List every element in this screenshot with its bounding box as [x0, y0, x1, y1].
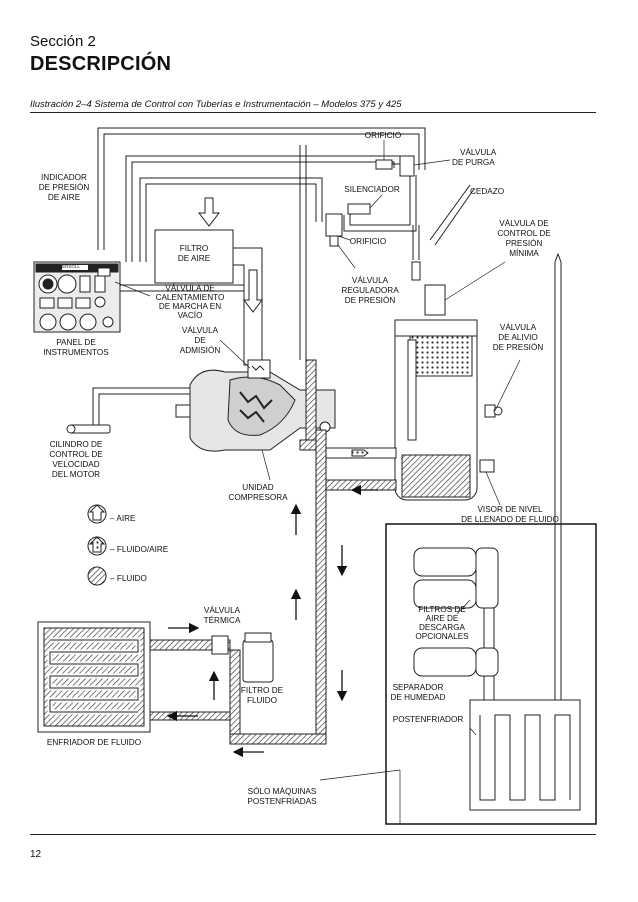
label-separador-1: SEPARADOR	[393, 683, 444, 692]
label-filtros-aire-1: FILTROS DE	[418, 605, 466, 614]
label-silenciador: SILENCIADOR	[344, 185, 400, 194]
label-valvula-control-2: CONTROL DE	[497, 229, 551, 238]
label-valvula-reg-1: VÁLVULA	[352, 275, 389, 285]
label-valvula-control-1: VÁLVULA DE	[499, 218, 549, 228]
legend-ring-air	[87, 504, 107, 524]
label-filtros-aire-3: DESCARGA	[419, 623, 465, 632]
label-valvula-control-4: MÍNIMA	[509, 248, 539, 258]
label-filtro-fluido-2: FLUIDO	[247, 696, 277, 705]
label-valvula-calent-2: CALENTAMIENTO	[156, 293, 225, 302]
separator-tank	[394, 261, 503, 501]
legend-aire-label: – AIRE	[110, 514, 136, 523]
label-filtro-fluido-1: FILTRO DE	[241, 686, 284, 695]
label-solo-maquinas-1: SÓLO MÁQUINAS	[248, 786, 317, 796]
page-title: DESCRIPCIÓN	[30, 53, 172, 75]
page-number: 12	[30, 849, 42, 860]
label-cilindro-4: DEL MOTOR	[52, 470, 100, 479]
label-valvula-control-3: PRESIÓN	[506, 238, 543, 248]
label-filtro-aire-2: DE AIRE	[178, 254, 211, 263]
label-unidad-1: UNIDAD	[242, 483, 273, 492]
panel-brand: INGERSOLL	[54, 264, 80, 269]
air-filter	[154, 197, 263, 366]
label-valvula-calent-4: VACÍO	[178, 310, 203, 320]
compressor-unit	[175, 359, 336, 452]
label-valvula-calent-1: VÁLVULA DE	[165, 283, 215, 293]
label-valvula-admision-3: ADMISIÓN	[180, 345, 221, 355]
label-valvula-admision-2: DE	[194, 336, 206, 345]
label-indicador-2: DE PRESIÓN	[39, 182, 90, 192]
legend-fluido-aire-label: – FLUIDO/AIRE	[110, 545, 169, 554]
label-separador-2: DE HUMEDAD	[390, 693, 445, 702]
label-filtro-aire-1: FILTRO	[180, 244, 209, 253]
label-valvula-calent-3: DE MARCHA EN	[159, 302, 221, 311]
label-visor-1: VISOR DE NIVEL	[477, 505, 543, 514]
discharge-filters	[413, 547, 499, 703]
air-control-lines	[92, 127, 475, 425]
label-indicador-1: INDICADOR	[41, 173, 87, 182]
figure-caption: Ilustración 2–4 Sistema de Control con T…	[30, 99, 402, 110]
label-cilindro-1: CILINDRO DE	[50, 440, 103, 449]
bottom-rule	[30, 834, 596, 835]
legend-ring-fluid-air	[87, 536, 107, 556]
label-valvula-alivio-2: DE ALIVIO	[498, 333, 538, 342]
speed-cylinder	[66, 424, 111, 434]
label-filtros-aire-4: OPCIONALES	[415, 632, 469, 641]
purge-assembly	[325, 155, 415, 247]
label-valvula-purga-2: DE PURGA	[452, 158, 495, 167]
fluid-air-arrow-icon	[88, 536, 106, 553]
label-indicador-3: DE AIRE	[48, 193, 81, 202]
aftercooler	[469, 699, 581, 811]
flow-arrows	[166, 484, 378, 758]
label-cilindro-3: VELOCIDAD	[52, 460, 99, 469]
label-filtros-aire-2: AIRE DE	[426, 614, 459, 623]
label-cilindro-2: CONTROL DE	[49, 450, 103, 459]
fluid-cooler	[37, 621, 151, 733]
label-valvula-termica-1: VÁLVULA	[204, 605, 241, 615]
label-valvula-alivio-3: DE PRESIÓN	[493, 342, 544, 352]
legend-fluido-label: – FLUIDO	[110, 574, 147, 583]
label-valvula-purga-1: VÁLVULA	[460, 147, 497, 157]
label-valvula-alivio-1: VÁLVULA	[500, 322, 537, 332]
top-rule	[30, 112, 596, 113]
label-orificio-top: ORIFICIO	[365, 131, 401, 140]
label-valvula-reg-2: REGULADORA	[341, 286, 399, 295]
label-panel-2: INSTRUMENTOS	[43, 348, 109, 357]
label-valvula-termica-2: TÉRMICA	[204, 615, 241, 625]
aftercooled-box	[385, 252, 597, 825]
label-orificio-mid: ORIFICIO	[350, 237, 386, 246]
label-visor-2: DE LLENADO DE FLUIDO	[461, 515, 559, 524]
fluid-filter	[211, 632, 274, 683]
label-valvula-admision-1: VÁLVULA	[182, 325, 219, 335]
fluid-hatch-icon	[87, 566, 107, 586]
air-arrow-icon	[88, 504, 106, 521]
label-postenfriador: POSTENFRIADOR	[393, 715, 464, 724]
leader-lines	[114, 140, 521, 824]
label-valvula-reg-3: DE PRESIÓN	[345, 295, 396, 305]
section-label: Sección 2	[30, 33, 96, 50]
instrument-panel	[33, 261, 121, 333]
label-enfriador: ENFRIADOR DE FLUIDO	[47, 738, 141, 747]
label-cedazo: CEDAZO	[470, 187, 504, 196]
fluid-air-line	[325, 447, 397, 459]
legend-icons	[87, 504, 107, 586]
label-panel-1: PANEL DE	[56, 338, 96, 347]
label-solo-maquinas-2: POSTENFRIADAS	[247, 797, 317, 806]
label-unidad-2: COMPRESORA	[228, 493, 288, 502]
